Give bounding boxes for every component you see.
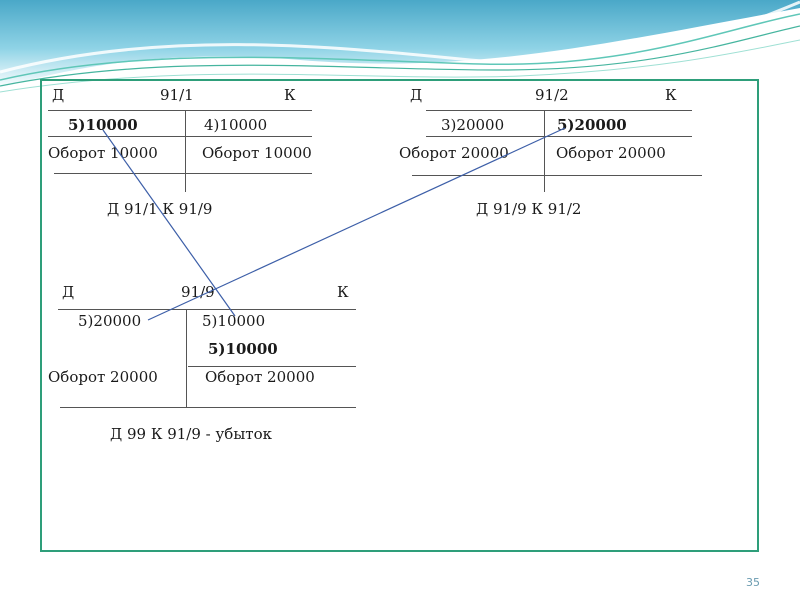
debit-turnover: Оборот 20000 — [48, 368, 158, 386]
turnover-line — [412, 175, 702, 176]
credit-entry-total: 5)10000 — [208, 340, 278, 358]
content-frame — [40, 79, 759, 552]
account-top-line — [426, 110, 692, 111]
credit-label: К — [284, 86, 296, 104]
turnover-line — [54, 173, 312, 174]
credit-turnover: Оборот 10000 — [202, 144, 312, 162]
account-top-line — [48, 110, 312, 111]
debit-label: Д — [410, 86, 423, 104]
page-number: 35 — [746, 576, 760, 589]
credit-turnover: Оборот 20000 — [556, 144, 666, 162]
entries-line — [48, 136, 312, 137]
closing-entry: Д 91/1 К 91/9 — [107, 200, 213, 218]
turnover-line — [60, 407, 356, 408]
closing-entry: Д 99 К 91/9 - убыток — [110, 425, 272, 443]
entries-line — [188, 366, 356, 367]
account-divider — [186, 309, 187, 407]
account-top-line — [58, 309, 356, 310]
debit-turnover: Оборот 20000 — [399, 144, 509, 162]
debit-label: Д — [62, 283, 75, 301]
account-name: 91/2 — [535, 86, 569, 104]
account-name: 91/1 — [160, 86, 194, 104]
credit-label: К — [665, 86, 677, 104]
debit-turnover: Оборот 10000 — [48, 144, 158, 162]
credit-entry: 5)10000 — [202, 312, 266, 330]
header-wave-decoration — [0, 0, 800, 93]
credit-entry: 5)20000 — [557, 116, 627, 134]
debit-entry: 3)20000 — [441, 116, 505, 134]
debit-label: Д — [52, 86, 65, 104]
credit-entry: 4)10000 — [204, 116, 268, 134]
debit-entry: 5)20000 — [78, 312, 142, 330]
account-divider — [185, 110, 186, 192]
credit-turnover: Оборот 20000 — [205, 368, 315, 386]
credit-label: К — [337, 283, 349, 301]
account-divider — [544, 110, 545, 192]
entries-line — [426, 136, 692, 137]
debit-entry: 5)10000 — [68, 116, 138, 134]
closing-entry: Д 91/9 К 91/2 — [476, 200, 582, 218]
account-name: 91/9 — [181, 283, 215, 301]
